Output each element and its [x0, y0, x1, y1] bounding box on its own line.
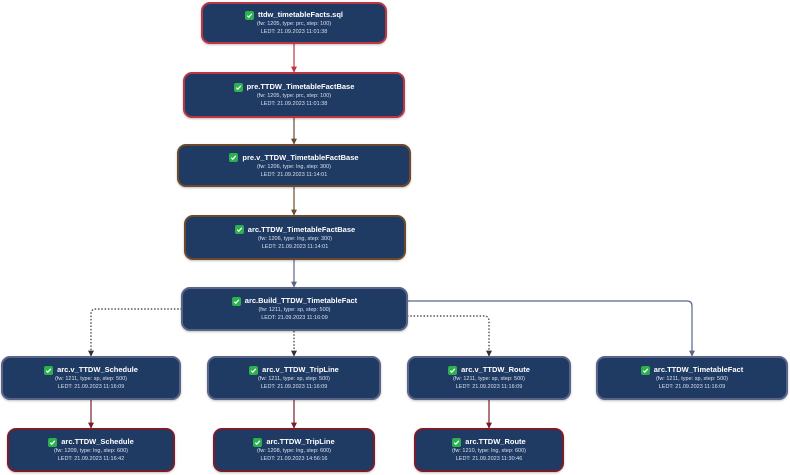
edge-n4-n5 — [88, 308, 182, 357]
node-title: arc.v_TTDW_Route — [461, 365, 530, 374]
node-pre-v-ttdw-timetablefactbase[interactable]: pre.v_TTDW_TimetableFactBase (fw: 1206, … — [177, 144, 411, 187]
check-icon — [234, 225, 244, 234]
check-icon — [452, 437, 462, 447]
check-icon — [244, 10, 254, 20]
node-params: (fw: 1206, type: lng, step: 300) — [257, 163, 331, 170]
node-ttdw-timetablefacts-sql[interactable]: ttdw_timetableFacts.sql (fw: 1205, type:… — [201, 2, 387, 44]
node-ledt: LEDT: 21.09.2023 11:01:38 — [260, 29, 328, 35]
check-icon — [48, 437, 58, 447]
edge-n4-n7 — [407, 315, 492, 357]
node-params: (fw: 1211, type: sp, step: 500) — [258, 307, 331, 313]
node-title: arc.TTDW_TimetableFactBase — [247, 224, 356, 234]
node-params: (fw: 1210, type: lng, step: 600) — [452, 448, 526, 454]
node-arc-ttdw-timetablefact[interactable]: arc.TTDW_TimetableFact (fw: 1211, type: … — [596, 356, 788, 400]
node-arc-v-ttdw-route[interactable]: arc.v_TTDW_Route (fw: 1211, type: sp, st… — [407, 356, 571, 400]
node-arc-v-ttdw-tripline[interactable]: arc.v_TTDW_TripLine (fw: 1211, type: sp,… — [207, 356, 381, 400]
node-ledt: LEDT: 21.09.2023 11:16:09 — [57, 384, 125, 390]
node-params: (fw: 1211, type: sp, step: 500) — [655, 376, 729, 382]
node-params: (fw: 1209, type: lng, step: 600) — [54, 448, 128, 454]
node-title: arc.v_TTDW_TripLine — [262, 365, 339, 374]
node-ledt: LEDT: 21.09.2023 11:16:42 — [57, 456, 125, 462]
node-title: arc.TTDW_TripLine — [266, 437, 335, 446]
node-ledt: LEDT: 21.09.2023 11:14:01 — [260, 171, 328, 178]
check-icon — [231, 296, 241, 306]
check-icon — [640, 365, 650, 375]
node-pre-ttdw-timetablefactbase[interactable]: pre.TTDW_TimetableFactBase (fw: 1205, ty… — [183, 72, 405, 118]
node-ledt: LEDT: 21.09.2023 11:30:46 — [455, 456, 523, 462]
check-icon — [233, 82, 243, 92]
node-ledt: LEDT: 21.09.2023 11:16:09 — [261, 315, 328, 321]
node-arc-ttdw-route[interactable]: arc.TTDW_Route (fw: 1210, type: lng, ste… — [414, 428, 564, 472]
node-params: (fw: 1205, type: prc, step: 100) — [256, 21, 332, 27]
edge-n4-n8 — [407, 300, 695, 357]
node-params: (fw: 1211, type: sp, step: 500) — [54, 376, 128, 382]
node-params: (fw: 1205, type: prc, step: 100) — [256, 93, 332, 99]
node-title: pre.TTDW_TimetableFactBase — [246, 82, 355, 91]
check-icon — [448, 365, 458, 375]
node-title: arc.TTDW_Schedule — [61, 437, 134, 446]
node-arc-v-ttdw-schedule[interactable]: arc.v_TTDW_Schedule (fw: 1211, type: sp,… — [1, 356, 181, 400]
node-title: arc.TTDW_TimetableFact — [653, 365, 744, 374]
node-arc-ttdw-schedule[interactable]: arc.TTDW_Schedule (fw: 1209, type: lng, … — [7, 428, 175, 472]
node-title: ttdw_timetableFacts.sql — [257, 10, 344, 19]
node-ledt: LEDT: 21.09.2023 11:01:38 — [260, 101, 328, 107]
node-arc-ttdw-tripline[interactable]: arc.TTDW_TripLine (fw: 1208, type: lng, … — [213, 428, 375, 472]
node-params: (fw: 1211, type: sp, step: 500) — [452, 376, 526, 382]
node-arc-build-ttdw-timetablefact[interactable]: arc.Build_TTDW_TimetableFact (fw: 1211, … — [181, 287, 408, 331]
node-ledt: LEDT: 21.09.2023 11:16:09 — [260, 384, 328, 390]
node-ledt: LEDT: 21.09.2023 14:56:16 — [260, 456, 328, 462]
node-params: (fw: 1208, type: lng, step: 600) — [257, 448, 331, 454]
node-title: arc.Build_TTDW_TimetableFact — [244, 296, 358, 305]
check-icon — [253, 437, 263, 447]
node-title: arc.v_TTDW_Schedule — [57, 365, 138, 374]
node-arc-ttdw-timetablefactbase[interactable]: arc.TTDW_TimetableFactBase (fw: 1206, ty… — [184, 215, 406, 260]
node-params: (fw: 1206, type: lng, step: 300) — [258, 235, 332, 242]
node-title: arc.TTDW_Route — [465, 437, 526, 446]
node-ledt: LEDT: 21.09.2023 11:16:09 — [658, 384, 726, 390]
node-ledt: LEDT: 21.09.2023 11:16:09 — [455, 384, 523, 390]
check-icon — [44, 365, 54, 375]
node-params: (fw: 1211, type: sp, step: 500) — [257, 376, 331, 382]
check-icon — [249, 365, 259, 375]
node-ledt: LEDT: 21.09.2023 11:14:01 — [261, 243, 329, 250]
check-icon — [229, 153, 239, 162]
node-title: pre.v_TTDW_TimetableFactBase — [242, 152, 359, 162]
